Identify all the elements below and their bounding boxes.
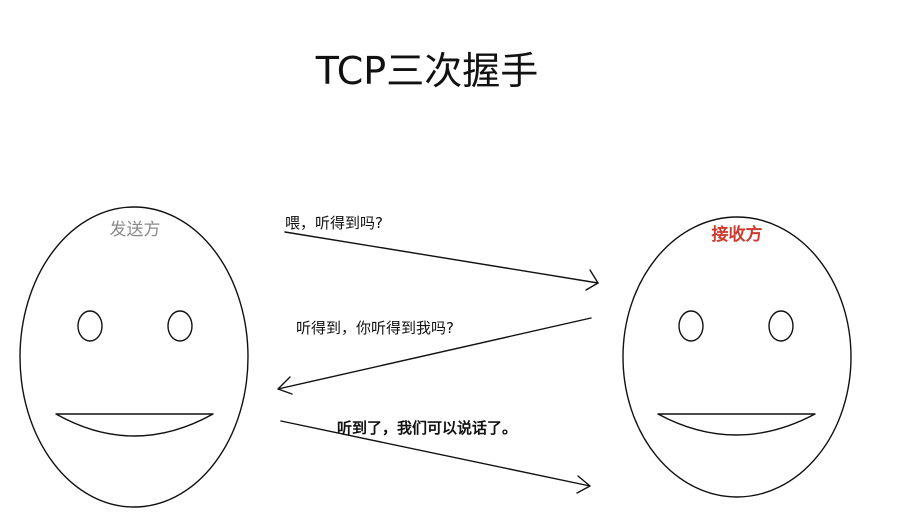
receiver-right-eye <box>768 310 794 342</box>
message-2-arrow-line <box>277 317 592 390</box>
message-2: 听得到，你听得到我吗? <box>277 317 592 395</box>
receiver-mouth <box>657 413 816 436</box>
sender-right-eye <box>167 310 193 342</box>
message-3-arrowhead <box>576 475 591 494</box>
receiver-left-eye <box>678 310 704 342</box>
receiver-face <box>622 216 852 498</box>
diagram-title: TCP三次握手 <box>315 49 538 93</box>
receiver-label: 接收方 <box>712 224 763 245</box>
sender-left-eye <box>77 310 103 342</box>
message-1: 喂，听得到吗? <box>284 214 599 291</box>
sender-mouth <box>55 413 214 437</box>
message-1-arrow-line <box>284 231 599 284</box>
sender-label: 发送方 <box>110 220 161 240</box>
message-3-text: 听到了，我们可以说话了。 <box>337 419 517 437</box>
message-2-arrowhead <box>277 376 293 395</box>
receiver-head-outline <box>622 216 852 498</box>
message-1-arrowhead <box>585 269 599 291</box>
sender-face <box>19 206 249 508</box>
message-3-arrow-line <box>280 420 591 487</box>
message-2-text: 听得到，你听得到我吗? <box>296 319 454 337</box>
sender-head-outline <box>19 206 249 508</box>
message-1-text: 喂，听得到吗? <box>285 214 383 232</box>
message-3: 听到了，我们可以说话了。 <box>280 419 591 494</box>
